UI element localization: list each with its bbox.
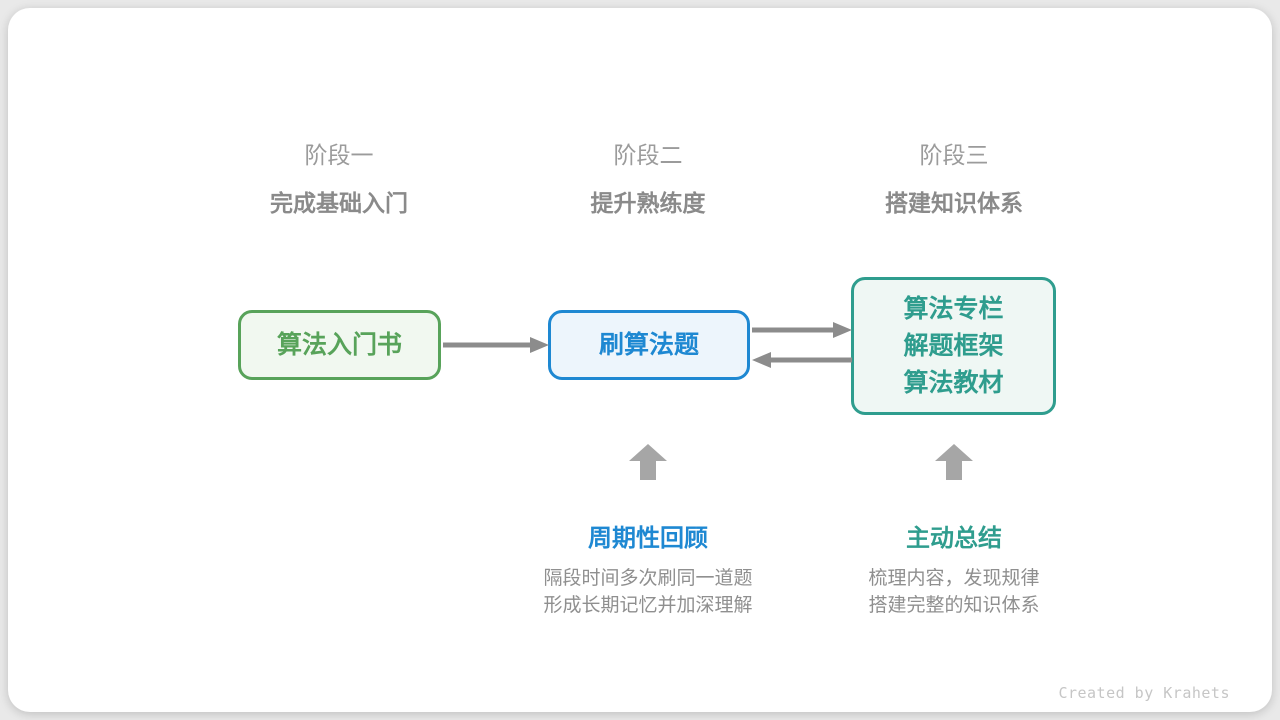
node-practice-problems: 刷算法题	[548, 310, 750, 380]
annotation-summarize-desc: 梳理内容，发现规律 搭建完整的知识体系	[784, 565, 1124, 619]
node-intro-book: 算法入门书	[238, 310, 441, 380]
stage2-label: 阶段二	[613, 142, 683, 168]
annotation-summarize-desc-line2: 搭建完整的知识体系	[868, 595, 1040, 616]
node-resource-line-3: 算法教材	[903, 368, 1004, 397]
stage3-label: 阶段三	[919, 142, 989, 168]
arrow-stage3-to-stage2-icon	[752, 352, 852, 368]
annotation-summarize-title: 主动总结	[906, 525, 1002, 552]
node-intro-book-label: 算法入门书	[276, 330, 402, 359]
annotation-summarize-desc-line1: 梳理内容，发现规律	[868, 568, 1040, 589]
arrow-stage2-to-stage3-icon	[752, 322, 852, 338]
node-resource-line-1: 算法专栏	[903, 294, 1004, 323]
up-arrow-review-icon	[629, 444, 667, 480]
annotation-review-desc: 隔段时间多次刷同一道题 形成长期记忆并加深理解	[478, 565, 818, 619]
annotation-review-desc-line1: 隔段时间多次刷同一道题	[543, 568, 753, 589]
stage3-subtitle: 搭建知识体系	[885, 190, 1023, 216]
annotation-review-title: 周期性回顾	[588, 525, 708, 552]
stage1-label: 阶段一	[304, 142, 374, 168]
node-practice-problems-label: 刷算法题	[598, 330, 699, 359]
node-resource-line-2: 解题框架	[903, 331, 1004, 360]
annotation-review-desc-line2: 形成长期记忆并加深理解	[543, 595, 753, 616]
up-arrow-summarize-icon	[935, 444, 973, 480]
stage1-subtitle: 完成基础入门	[270, 190, 408, 216]
credit-text: Created by Krahets	[1058, 684, 1230, 702]
arrow-stage1-to-stage2-icon	[443, 337, 549, 353]
node-knowledge-resources: 算法专栏 解题框架 算法教材	[851, 277, 1056, 415]
stage2-subtitle: 提升熟练度	[590, 190, 706, 216]
diagram-card: 阶段一 完成基础入门 阶段二 提升熟练度 阶段三 搭建知识体系 算法入门书 刷算…	[8, 8, 1272, 712]
